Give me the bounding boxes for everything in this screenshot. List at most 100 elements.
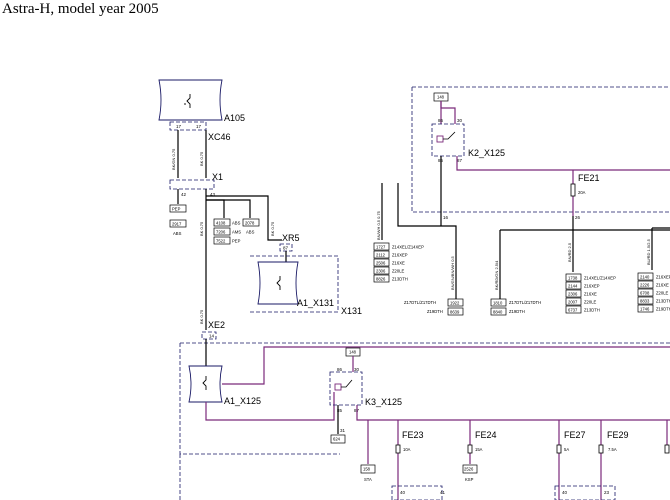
t1-code: 8826 (376, 277, 386, 282)
wire-label-xe2: BK 0.75 (199, 309, 204, 324)
t4-code-box (565, 297, 582, 306)
t2-engine-1: Z17DTL/Z17DTH (404, 300, 436, 305)
xe2-pin: 14 (209, 334, 215, 339)
t1-code-box (373, 266, 390, 275)
xc46-label: XC46 (208, 132, 231, 142)
t4-engine: Z20LE (584, 300, 597, 305)
t1-engine: Z16XEP (392, 253, 408, 258)
t5-code: 8833 (640, 299, 650, 304)
a105-label: A105 (224, 113, 245, 123)
xr5-connector: XR5 87 (279, 233, 300, 262)
k3-pin-86: 86 (337, 367, 343, 372)
t5-engine: Z13DTH (656, 299, 670, 304)
table-t2: Z17DTL/Z17DTH Z19DTH 1922 8639 (404, 298, 464, 316)
fe27-label: FE27 (564, 430, 586, 440)
t5-engine: Z20LE (656, 291, 669, 296)
t5-engine: Z16XE (656, 283, 669, 288)
wire-label-right: BU/RD 1.5/2.5 (646, 238, 651, 265)
upper-right-wires: BN/WH 0.5 0.75 BN/GN/BN/WH 0.5 BK/RD/GN … (376, 183, 670, 300)
t5-code: 6708 (640, 291, 650, 296)
t4-code: 1738 (568, 276, 578, 281)
fuse-fe24: FE24 15A (467, 420, 497, 464)
pep-label: ABS (173, 231, 182, 236)
t1-engine: Z20LE (392, 269, 405, 274)
bus-pins: 16 26 (443, 215, 581, 220)
k3-top-pin: 148 (349, 350, 357, 355)
t2-code-2: 8639 (450, 310, 460, 315)
t1-code-box (373, 258, 390, 267)
t4-code: 2144 (568, 284, 578, 289)
t4-code-box (565, 289, 582, 298)
t1-engine: Z13DTH (392, 277, 408, 282)
a105-module: A105 (158, 79, 245, 123)
fe27-rating: 5A (564, 447, 569, 452)
k2-pin-30: 30 (457, 118, 463, 123)
pin-2526-label: KSP (465, 477, 474, 482)
t1-code-box (373, 242, 390, 251)
fuse-fe23: FE23 10A (395, 420, 424, 500)
t4-engine: Z13DTH (584, 308, 600, 313)
t5-code-box (637, 304, 654, 313)
t4-engine: Z16XEP (584, 284, 600, 289)
x1-pin-left: 42 (181, 192, 187, 197)
abs-table: 4108 7206 7522 ABS AMS PEP 2078 ABS (213, 218, 260, 245)
t3-engine-2: Z19DTH (509, 309, 525, 314)
abs2-code: 2078 (245, 221, 255, 226)
table-t5: 2140Z16XEP2226Z16XE6708Z20LE8833Z13DTH17… (637, 272, 670, 313)
fe21-label: FE21 (578, 173, 600, 183)
pep-code: PEP (172, 207, 181, 212)
wire-label-mid1: BK/RD/GN 2.5/4 (494, 260, 499, 290)
fe23-rating: 10A (403, 447, 411, 452)
xc46-pin-right: 17 (196, 124, 202, 129)
abs-code-3: 7522 (216, 239, 226, 244)
wire-label-mid2: BN/RD 2.5 (567, 242, 572, 262)
fuse-fe27: FE27 5A (556, 420, 586, 500)
k3-pin-31: 31 (340, 428, 346, 433)
pin-158: 158 (363, 467, 371, 472)
pep-code-2: 2917 (172, 222, 182, 227)
lower-pin-boxes: 158 STA 2526 KSP 40 41 40 23 (360, 464, 616, 500)
abs-code-1: 4108 (216, 221, 226, 226)
t3-engine-1: Z17DTL/Z17DTH (509, 300, 541, 305)
xr5-pin: 87 (283, 246, 289, 251)
k3-x125-relay: 148 86 30 85 87 K3_X125 31 624 (329, 347, 670, 464)
x131-label: X131 (341, 306, 362, 316)
a1-x125-module: A1_X125 (188, 339, 670, 421)
t5-code-box (637, 280, 654, 289)
t1-engine: Z14XEL/Z14XEP (392, 245, 424, 250)
fe21-rating: 20A (578, 190, 586, 195)
pin-41: 41 (440, 490, 446, 495)
x1-pin-right: 43 (210, 192, 216, 197)
a1-x131-label: A1_X131 (297, 298, 334, 308)
t1-code: 1727 (376, 245, 386, 250)
table-t3: 1810 8840 Z17DTL/Z17DTH Z19DTH (490, 298, 541, 316)
wire-label-x1-down: BK 0.75 (199, 221, 204, 236)
t5-code-box (637, 288, 654, 297)
t2-engine-2: Z19DTH (427, 309, 443, 314)
pin-158-label: STA (364, 477, 372, 482)
k3-bottom-pin: 624 (333, 437, 341, 442)
k2-x125-relay: 148 86 30 85 87 K2_X125 (431, 92, 670, 216)
t1-code: 2306 (376, 269, 386, 274)
t1-code: 2112 (376, 253, 386, 258)
abs2-label: ABS (246, 230, 255, 235)
pin-2526: 2526 (464, 467, 474, 472)
t5-code-box (637, 272, 654, 281)
t5-code-box (637, 296, 654, 305)
x1-connector: X1 42 43 (169, 172, 223, 197)
fe24-label: FE24 (475, 430, 497, 440)
bus-pin-16: 16 (443, 215, 449, 220)
t4-code-box (565, 281, 582, 290)
wire-label-a105: BK/GN 0.75 (171, 148, 176, 170)
fuse-fe29: FE29 7.5A (598, 420, 629, 500)
bus-pin-26: 26 (575, 215, 581, 220)
t5-code: 2140 (640, 275, 650, 280)
k2-label: K2_X125 (468, 148, 505, 158)
k2-pin-87: 87 (457, 158, 463, 163)
t1-engine: Z16XE (392, 261, 405, 266)
t4-code: 2306 (568, 292, 578, 297)
xe2-label: XE2 (208, 320, 225, 330)
